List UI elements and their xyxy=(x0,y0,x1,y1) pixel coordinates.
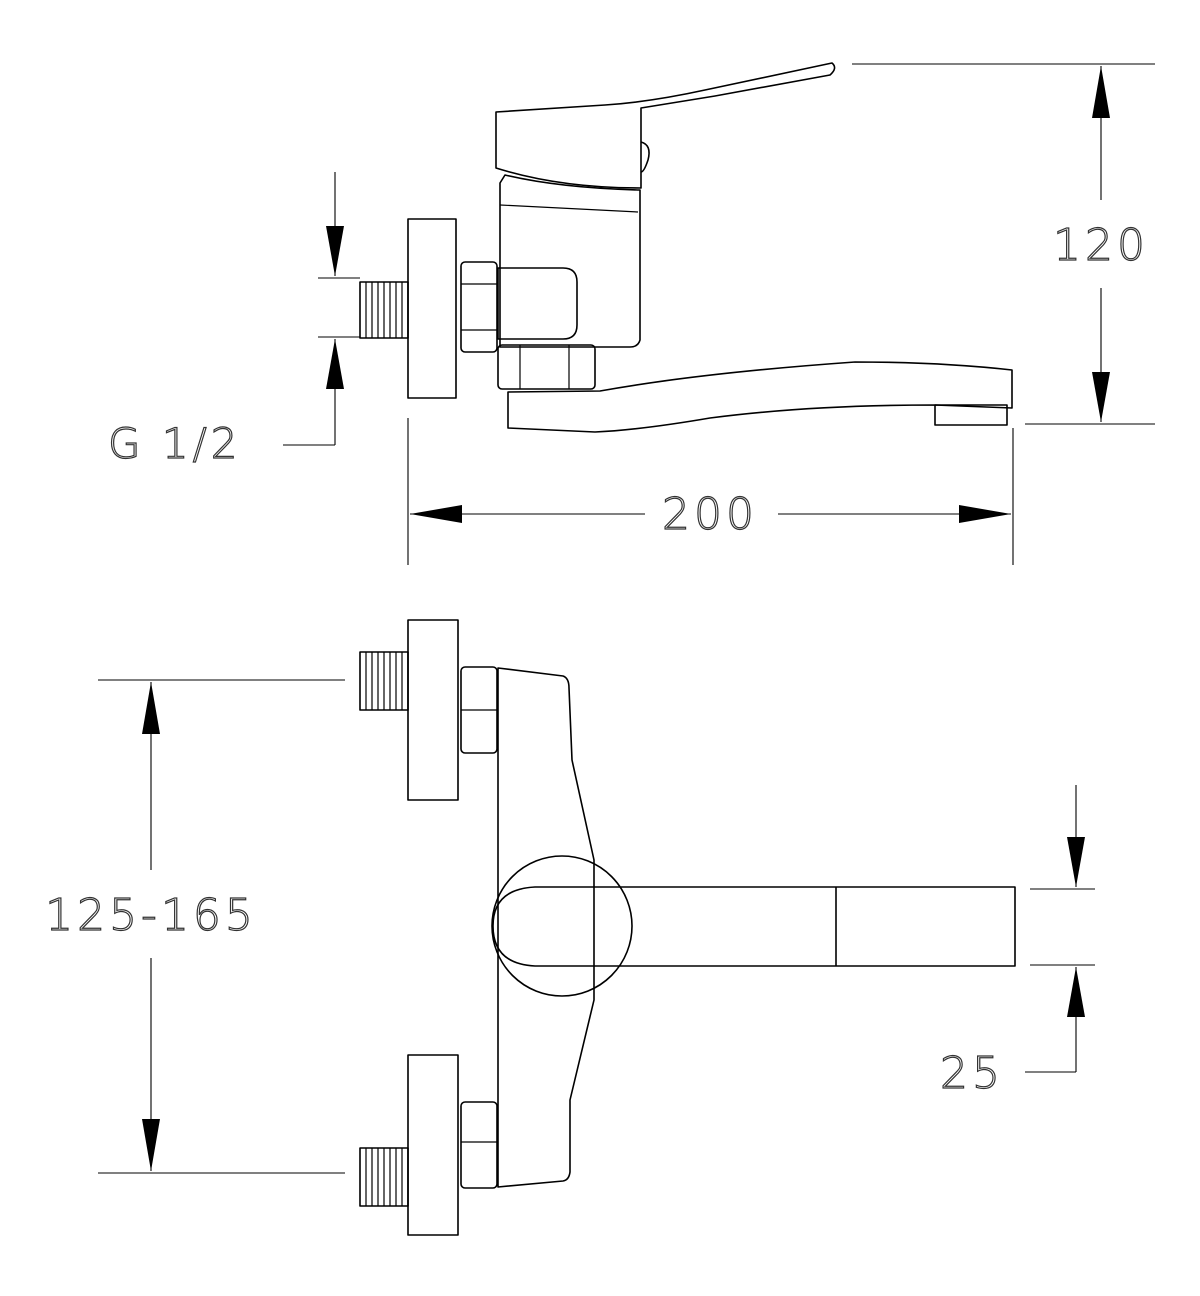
side-inlet-stub xyxy=(497,267,578,340)
dim-height-top-label: 120 xyxy=(1053,220,1149,271)
side-view: 120 G 1/2 200 xyxy=(107,62,1155,565)
front-lever xyxy=(492,886,1016,967)
front-view: 125-165 25 xyxy=(44,619,1095,1236)
front-upper-flange xyxy=(407,619,459,801)
dim-center-distance-label: 125-165 xyxy=(45,890,257,941)
dim-length: 200 xyxy=(407,418,1014,565)
dim-spout-height: 25 xyxy=(939,785,1095,1100)
side-eccentric-nut xyxy=(460,261,498,353)
front-mixer-body xyxy=(497,667,595,1188)
dim-length-label: 200 xyxy=(662,489,758,540)
dim-center-distance: 125-165 xyxy=(44,679,345,1174)
dim-height-top: 120 xyxy=(852,63,1155,425)
side-wall-flange xyxy=(407,218,457,399)
side-aerator xyxy=(934,404,1008,426)
side-spout-nut xyxy=(497,344,596,390)
dim-spout-height-label: 25 xyxy=(940,1048,1004,1099)
side-spout xyxy=(507,361,1013,433)
front-upper-nut xyxy=(460,666,498,754)
dim-thread: G 1/2 xyxy=(107,172,360,469)
side-lever-handle xyxy=(495,62,836,189)
front-lower-nut xyxy=(460,1101,498,1189)
dim-thread-label: G 1/2 xyxy=(108,419,242,468)
front-lower-flange xyxy=(407,1054,459,1236)
side-mixer-body xyxy=(499,174,641,348)
front-upper-thread-connector xyxy=(359,651,409,711)
front-lower-thread-connector xyxy=(359,1147,409,1207)
front-cartridge-circle xyxy=(491,855,633,997)
side-thread-connector xyxy=(359,281,409,339)
